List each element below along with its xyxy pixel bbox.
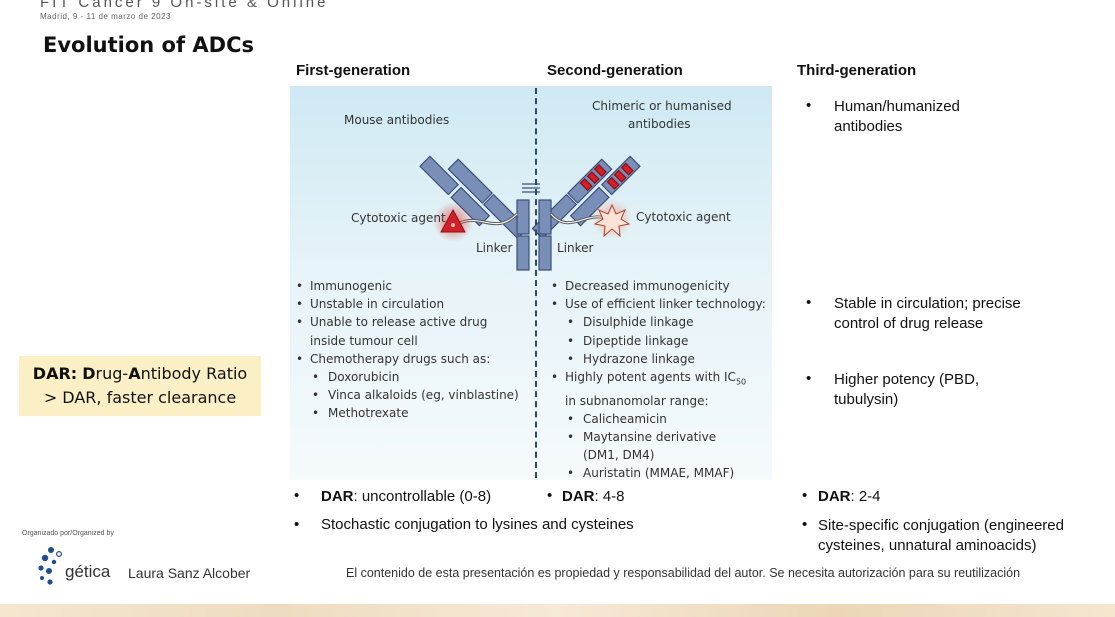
first-dar-value: : uncontrollable (0-8) bbox=[353, 488, 492, 505]
dar-a: A bbox=[128, 364, 141, 383]
list-item: Unable to release active drug bbox=[294, 313, 519, 331]
bullet: • bbox=[547, 487, 553, 504]
third-item-3: Higher potency (PBD, tubulysin) bbox=[834, 370, 979, 410]
stochastic-conjugation: Stochastic conjugation to lysines and cy… bbox=[321, 516, 634, 533]
label-linker-right: Linker bbox=[557, 241, 594, 255]
third-item-3-line2: tubulysin) bbox=[834, 391, 899, 408]
first-generation-list: Immunogenic Unstable in circulation Unab… bbox=[294, 277, 519, 423]
bullet: • bbox=[294, 487, 300, 504]
ic50-text: Highly potent agents with IC bbox=[565, 370, 736, 385]
list-item: Maytansine derivative bbox=[549, 428, 766, 446]
second-dar: DAR: 4-8 bbox=[562, 488, 625, 505]
dar-definition-line1: DAR: Drug-Antibody Ratio bbox=[19, 362, 261, 386]
dar-definition-line2: > DAR, faster clearance bbox=[43, 388, 237, 407]
list-item: Methotrexate bbox=[294, 404, 519, 422]
bullet: • bbox=[806, 370, 812, 387]
second-generation-list: Decreased immunogenicity Use of efficien… bbox=[549, 277, 766, 483]
label-cytotoxic-left: Cytotoxic agent bbox=[351, 211, 446, 225]
dar-label: DAR bbox=[321, 488, 354, 505]
mouse-antibody-arm bbox=[419, 155, 529, 240]
first-dar: DAR: uncontrollable (0-8) bbox=[321, 488, 491, 505]
list-item: Unstable in circulation bbox=[294, 295, 519, 313]
second-dar-value: : 4-8 bbox=[594, 488, 625, 505]
list-item: Immunogenic bbox=[294, 277, 519, 295]
bullet: • bbox=[806, 294, 812, 311]
ic50-subscript: 50 bbox=[735, 377, 747, 387]
getica-logo-text: gética bbox=[65, 562, 111, 581]
bullet: • bbox=[806, 97, 812, 114]
dar-ratio: Ratio bbox=[201, 364, 248, 383]
dar-definition-box: DAR: Drug-Antibody Ratio > DAR, faster c… bbox=[19, 356, 261, 416]
author-name: Laura Sanz Alcober bbox=[128, 565, 251, 581]
list-item: Hydrazone linkage bbox=[549, 350, 766, 368]
dar-label: DAR bbox=[562, 488, 595, 505]
site-specific-conjugation: Site-specific conjugation (engineered cy… bbox=[818, 516, 1064, 556]
antibody-stem bbox=[516, 199, 552, 271]
third-item-2: Stable in circulation; precise control o… bbox=[834, 294, 1021, 334]
getica-logo-icon bbox=[38, 547, 63, 585]
list-item: Highly potent agents with IC50 bbox=[549, 368, 766, 392]
organized-by-label: Organizado por/Organized by bbox=[22, 530, 114, 537]
conference-subtitle: Madrid, 9 - 11 de marzo de 2023 bbox=[40, 12, 171, 21]
conference-title: FIT Cancer 9 On-site & Online bbox=[40, 0, 329, 11]
antibody-diagram bbox=[419, 155, 641, 271]
bullet: • bbox=[802, 516, 808, 533]
site-specific-line1: Site-specific conjugation (engineered bbox=[818, 517, 1064, 534]
cytotoxic-agent-star-icon bbox=[593, 203, 631, 238]
label-linker-left: Linker bbox=[476, 241, 513, 255]
list-item: Auristatin (MMAE, MMAF) bbox=[549, 464, 766, 482]
dar-d: D bbox=[82, 364, 96, 383]
label-mouse-antibodies: Mouse antibodies bbox=[344, 113, 450, 127]
list-item: (DM1, DM4) bbox=[583, 448, 655, 463]
third-item-2-line1: Stable in circulation; precise bbox=[834, 295, 1021, 312]
heading-second-generation: Second-generation bbox=[547, 62, 683, 79]
dar-label: DAR: bbox=[32, 364, 78, 383]
third-item-1-line2: antibodies bbox=[834, 118, 903, 135]
third-dar: DAR: 2-4 bbox=[818, 488, 881, 505]
label-chimeric-line2: antibodies bbox=[628, 117, 691, 131]
list-item: Chemotherapy drugs such as: bbox=[294, 350, 519, 368]
third-item-1: Human/humanized antibodies bbox=[834, 97, 960, 137]
bullet: • bbox=[294, 516, 300, 533]
footer-disclaimer: El contenido de esta presentación es pro… bbox=[346, 566, 1021, 580]
third-dar-value: : 2-4 bbox=[850, 488, 881, 505]
dar-label: DAR bbox=[818, 488, 851, 505]
generation-divider bbox=[535, 88, 537, 478]
dar-rug: rug- bbox=[95, 364, 129, 383]
dar-ntibody: ntibody bbox=[140, 364, 202, 383]
site-specific-line2: cysteines, unnatural aminoacids) bbox=[818, 537, 1037, 554]
heading-first-generation: First-generation bbox=[296, 62, 411, 79]
heading-third-generation: Third-generation bbox=[797, 62, 917, 79]
third-item-2-line2: control of drug release bbox=[834, 315, 984, 332]
bullet: • bbox=[802, 487, 808, 504]
list-item: Dipeptide linkage bbox=[549, 332, 766, 350]
third-item-1-line1: Human/humanized bbox=[834, 98, 960, 115]
list-item: Calicheamicin bbox=[549, 410, 766, 428]
list-item: Vinca alkaloids (eg, vinblastine) bbox=[294, 386, 519, 404]
list-item: inside tumour cell bbox=[310, 333, 418, 348]
decorative-bottom-strip bbox=[0, 604, 1115, 617]
third-item-3-line1: Higher potency (PBD, bbox=[834, 371, 980, 388]
list-item: in subnanomolar range: bbox=[565, 393, 709, 408]
label-chimeric-line1: Chimeric or humanised bbox=[592, 99, 732, 113]
list-item: Disulphide linkage bbox=[549, 313, 766, 331]
cytotoxic-agent-triangle-icon bbox=[440, 208, 466, 233]
slide-title: Evolution of ADCs bbox=[43, 33, 255, 57]
list-item: Decreased immunogenicity bbox=[549, 277, 766, 295]
list-item: Doxorubicin bbox=[294, 368, 519, 386]
label-cytotoxic-right: Cytotoxic agent bbox=[636, 210, 731, 224]
list-item: Use of efficient linker technology: bbox=[549, 295, 766, 313]
